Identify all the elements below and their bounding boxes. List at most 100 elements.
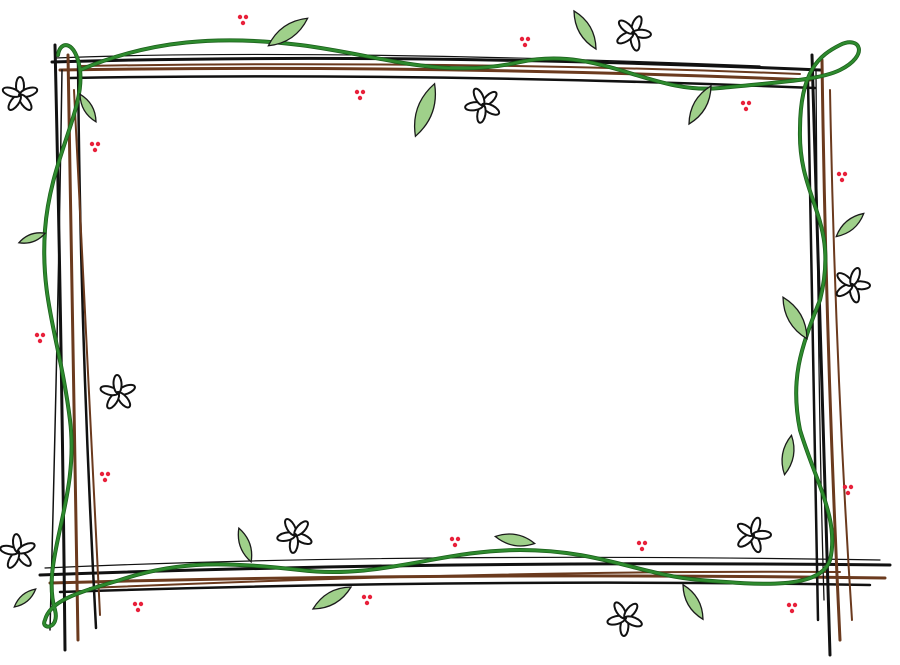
- leaf-icon: [835, 212, 865, 238]
- berry-cluster-icon: [740, 100, 752, 112]
- flower-icon: [606, 601, 643, 637]
- branch-stroke: [89, 570, 841, 589]
- flower-center: [631, 31, 635, 35]
- berry: [636, 540, 642, 546]
- flower-center: [16, 550, 20, 554]
- flower-petal: [112, 374, 123, 395]
- leaf-icon: [414, 82, 436, 138]
- vine-layer: [42, 38, 861, 629]
- berry: [89, 141, 95, 147]
- berry: [92, 147, 98, 153]
- leaf-icon: [682, 583, 704, 621]
- berry: [102, 477, 108, 483]
- berry: [99, 471, 105, 477]
- branch-stroke: [68, 75, 817, 90]
- berry-cluster-icon: [636, 540, 648, 552]
- berry: [525, 36, 531, 42]
- berry-cluster-icon: [519, 36, 531, 48]
- berry: [786, 602, 792, 608]
- berry: [240, 20, 246, 26]
- berry-cluster-icon: [354, 89, 366, 101]
- leaf-icon: [688, 84, 712, 126]
- branch-stroke: [76, 58, 98, 630]
- leaf-icon: [311, 586, 353, 610]
- berry: [836, 171, 842, 177]
- berry: [132, 601, 138, 607]
- leaf-icon: [781, 433, 795, 477]
- leaf-icon: [493, 533, 537, 547]
- berry-cluster-icon: [99, 471, 111, 483]
- berry: [367, 594, 373, 600]
- branch-stroke: [810, 53, 832, 657]
- berry-layer: [34, 14, 854, 614]
- berry-cluster-icon: [89, 141, 101, 153]
- branch-stroke: [50, 56, 822, 72]
- berry: [449, 536, 455, 542]
- berry: [746, 100, 752, 106]
- flower-center: [850, 283, 854, 287]
- flower-center: [116, 391, 120, 395]
- berry: [740, 100, 746, 106]
- branch-stroke: [806, 78, 820, 622]
- branch-stroke: [820, 58, 842, 642]
- leaf-icon: [782, 296, 808, 340]
- flower-center: [18, 93, 22, 97]
- berry: [842, 484, 848, 490]
- berry: [40, 332, 46, 338]
- berry: [839, 177, 845, 183]
- leaf-icon: [267, 17, 309, 47]
- berry: [105, 471, 111, 477]
- berry-cluster-icon: [237, 14, 249, 26]
- branch-stroke: [66, 53, 80, 642]
- berry-cluster-icon: [842, 484, 854, 496]
- flower-icon: [616, 15, 652, 52]
- berry-cluster-icon: [449, 536, 461, 548]
- berry: [95, 141, 101, 147]
- flower-icon: [276, 518, 313, 554]
- berry: [642, 540, 648, 546]
- flower-icon: [464, 87, 501, 124]
- branch-stroke: [829, 89, 853, 621]
- leaf-icon: [79, 92, 97, 124]
- berry-cluster-icon: [361, 594, 373, 606]
- berry: [357, 95, 363, 101]
- berry: [37, 338, 43, 344]
- berry: [243, 14, 249, 20]
- berry: [135, 607, 141, 613]
- berry: [34, 332, 40, 338]
- berry: [792, 602, 798, 608]
- berry: [361, 594, 367, 600]
- branch-stroke: [53, 43, 67, 652]
- flower-icon: [736, 516, 772, 554]
- berry: [360, 89, 366, 95]
- berry: [842, 171, 848, 177]
- flower-icon: [835, 266, 871, 304]
- flower-icon: [99, 374, 136, 410]
- berry: [452, 542, 458, 548]
- flower-icon: [0, 533, 36, 569]
- vine: [42, 39, 861, 628]
- berry-cluster-icon: [836, 171, 848, 183]
- berry: [138, 601, 144, 607]
- berry: [789, 608, 795, 614]
- leaf-icon: [13, 588, 37, 608]
- branch-stroke: [815, 69, 825, 601]
- leaf-icon: [573, 9, 597, 51]
- berry-cluster-icon: [786, 602, 798, 614]
- flower-center: [751, 533, 755, 537]
- flower-center: [481, 103, 485, 107]
- branch-stroke: [58, 66, 812, 82]
- berry: [237, 14, 243, 20]
- branch-stroke: [73, 89, 101, 616]
- leaf-layer: [13, 9, 865, 621]
- flower-layer: [0, 15, 871, 637]
- branch-stroke: [79, 63, 801, 75]
- flower-center: [623, 616, 627, 620]
- berry: [364, 600, 370, 606]
- berry: [845, 490, 851, 496]
- berry: [639, 546, 645, 552]
- flower-petal: [751, 529, 772, 540]
- berry: [743, 106, 749, 112]
- berry: [519, 36, 525, 42]
